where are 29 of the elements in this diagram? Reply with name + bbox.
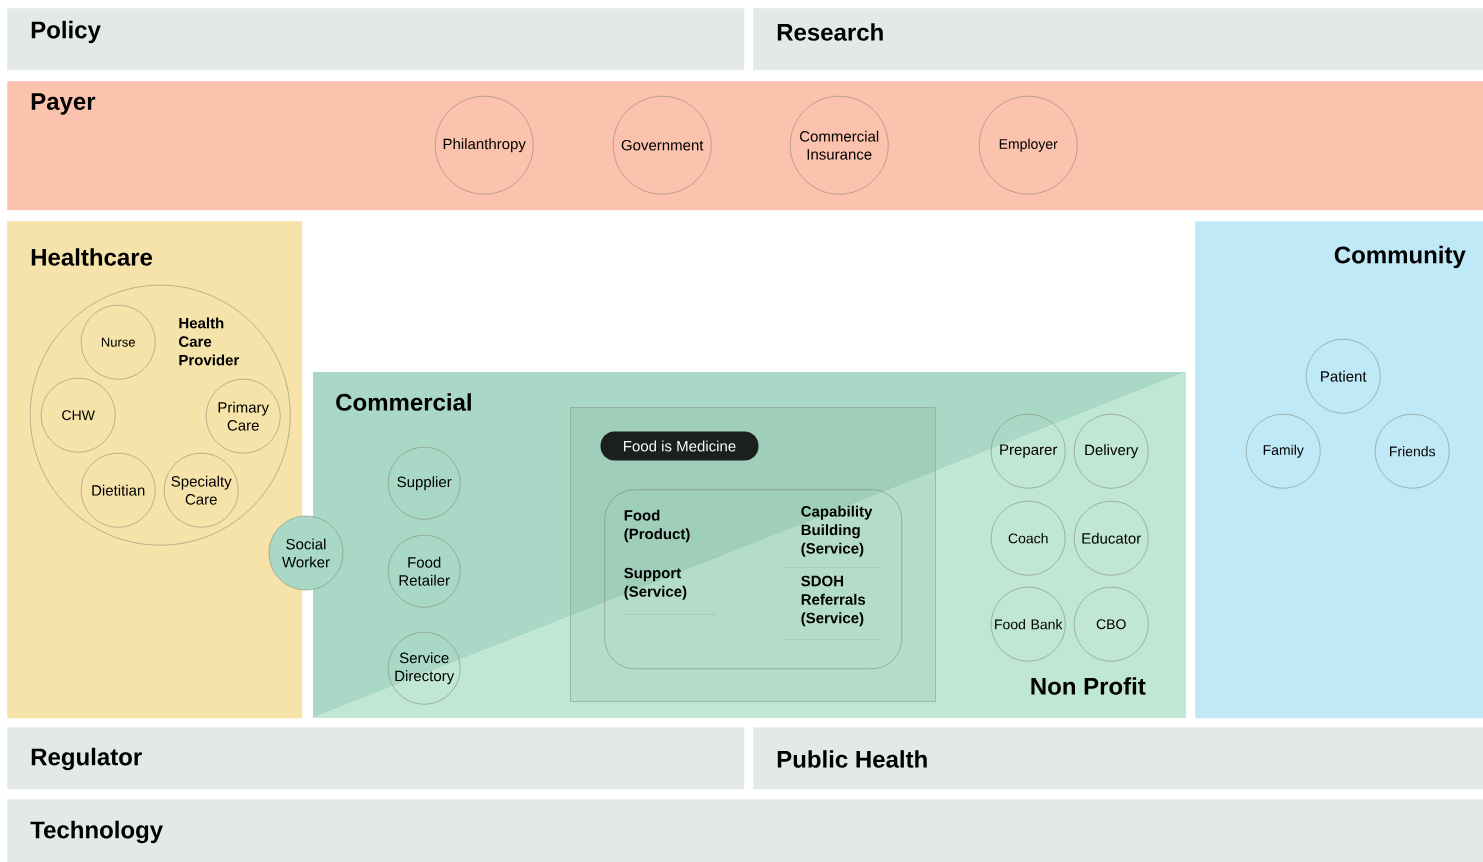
circle-node: Service Directory bbox=[387, 631, 461, 705]
circle-node: Food Bank bbox=[990, 586, 1066, 662]
circle-node: Commercial Insurance bbox=[789, 95, 889, 195]
circle-node: Family bbox=[1245, 413, 1321, 489]
circle-node: Philanthropy bbox=[434, 95, 534, 195]
circle-node: Food Retailer bbox=[387, 534, 461, 608]
circle-node: Social Worker bbox=[268, 515, 344, 591]
circle-node: Primary Care bbox=[205, 378, 281, 454]
circle-node: Friends bbox=[1374, 413, 1450, 489]
circle-node: Government bbox=[612, 95, 712, 195]
band: Policy bbox=[7, 8, 745, 71]
rounded-box: Food (Product) Support (Service) Capability Building (Service) SDOH Referrals (Service) bbox=[604, 489, 902, 669]
band: Research bbox=[753, 8, 1483, 71]
circle-node: Dietitian bbox=[80, 452, 156, 528]
band: Public Health bbox=[753, 727, 1483, 790]
band: Technology bbox=[7, 799, 1483, 862]
circle-node: Patient bbox=[1305, 338, 1381, 414]
circle-node: Nurse bbox=[80, 304, 156, 380]
circle-node: CHW bbox=[40, 377, 116, 453]
circle-node: Preparer bbox=[990, 413, 1066, 489]
circle-node: Delivery bbox=[1073, 413, 1149, 489]
circle-node: Employer bbox=[978, 95, 1078, 195]
band: Regulator bbox=[7, 727, 745, 790]
circle-node: CBO bbox=[1073, 586, 1149, 662]
circle-node: Educator bbox=[1073, 500, 1149, 576]
frame-box bbox=[570, 407, 936, 702]
circle-node: Specialty Care bbox=[163, 452, 239, 528]
circle-node: Supplier bbox=[387, 446, 461, 520]
circle-node: Coach bbox=[990, 500, 1066, 576]
